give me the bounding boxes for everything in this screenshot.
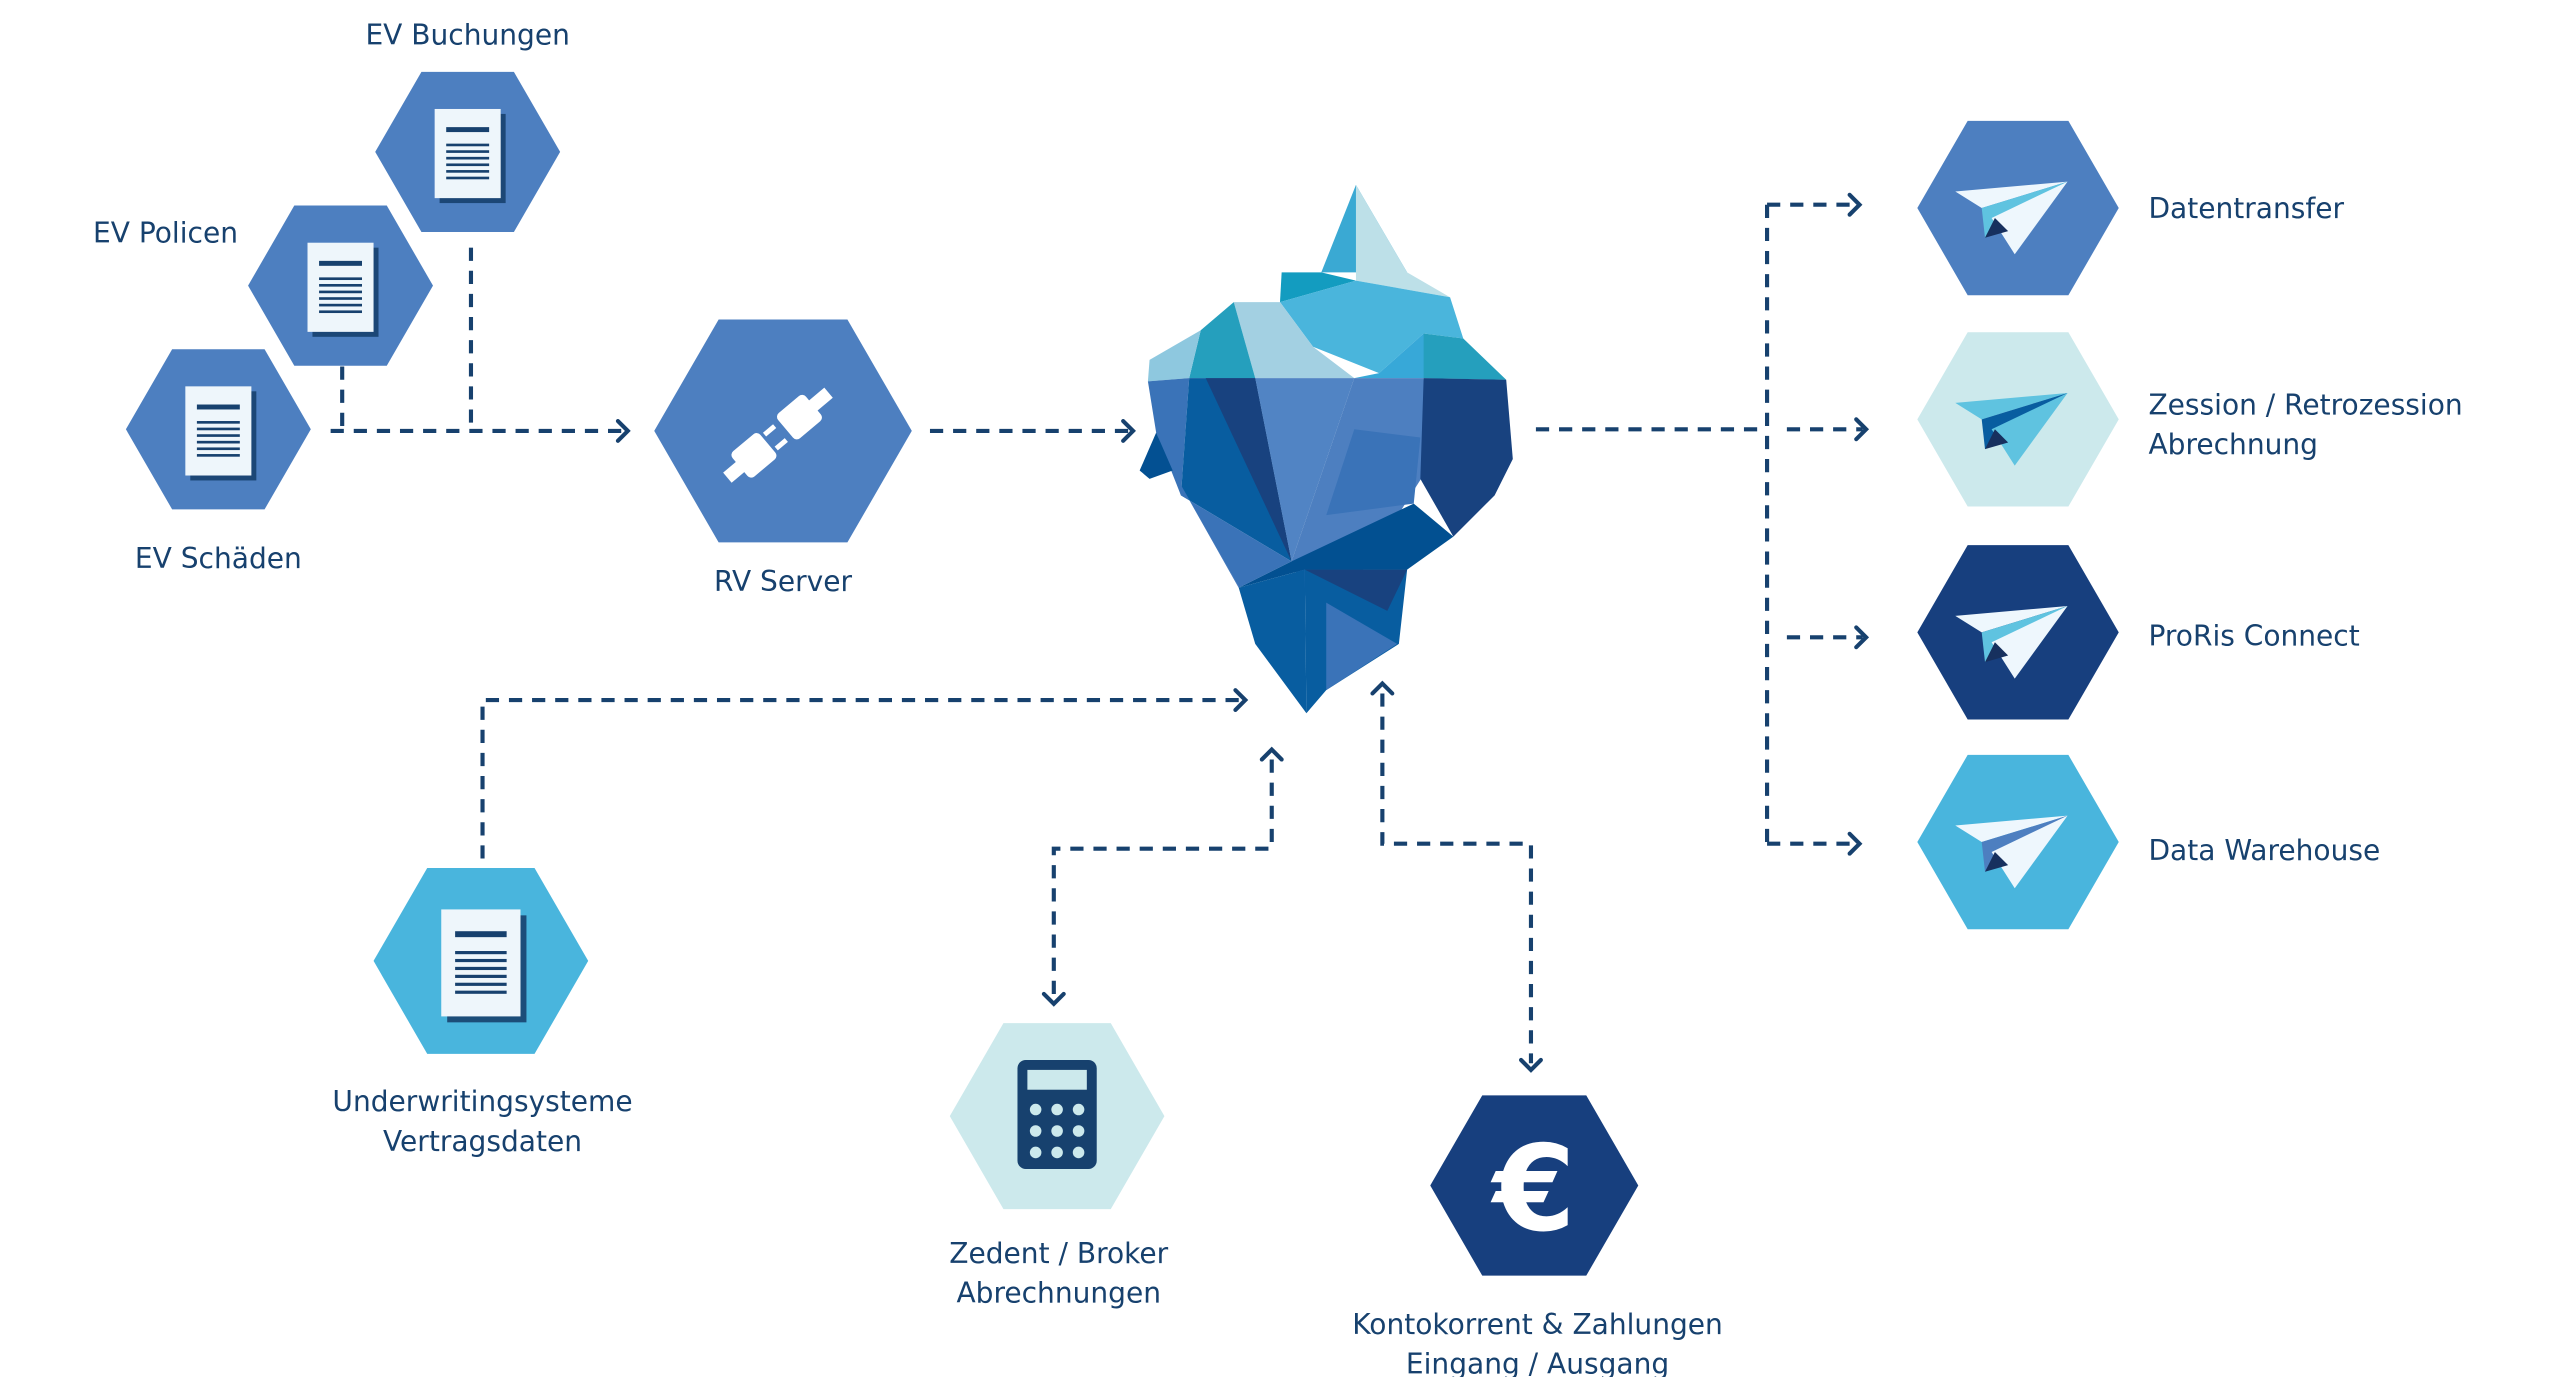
node-label: Datentransfer — [2148, 192, 2344, 225]
node-rv-server[interactable]: RV Server — [654, 319, 912, 598]
document-icon — [185, 386, 257, 481]
node-zedent-broker[interactable]: Zedent / Broker Abrechnungen — [949, 1023, 1169, 1310]
node-label: EV Buchungen — [365, 19, 569, 52]
node-ev-policen[interactable]: EV Policen — [93, 205, 433, 366]
node-datentransfer[interactable]: Datentransfer — [1917, 120, 2345, 296]
paper-plane-icon — [1955, 181, 2068, 255]
node-label: Vertragsdaten — [383, 1125, 582, 1158]
document-icon — [441, 909, 527, 1023]
node-label: Data Warehouse — [2148, 834, 2380, 867]
iceberg-icon — [1139, 184, 1513, 714]
node-label: Underwritingsysteme — [332, 1085, 632, 1118]
node-label: Zedent / Broker — [949, 1237, 1168, 1270]
hexagon-background — [654, 319, 912, 543]
node-proris-connect[interactable]: ProRis Connect — [1917, 545, 2360, 720]
plug-icon — [723, 387, 833, 483]
node-ev-schaeden[interactable]: EV Schäden — [125, 349, 311, 575]
node-data-warehouse[interactable]: Data Warehouse — [1917, 754, 2380, 930]
node-label: Eingang / Ausgang — [1406, 1348, 1669, 1377]
document-icon — [434, 108, 506, 204]
paper-plane-icon — [1955, 392, 2068, 466]
node-label: Zession / Retrozession — [2148, 388, 2462, 421]
node-ev-buchungen[interactable]: EV Buchungen — [365, 19, 570, 232]
calculator-icon — [1017, 1059, 1097, 1169]
node-label: ProRis Connect — [2148, 620, 2359, 653]
node-label: EV Policen — [93, 217, 238, 250]
euro-icon: € — [1490, 1121, 1576, 1259]
node-zession[interactable]: Zession / Retrozession Abrechnung — [1917, 332, 2463, 507]
node-label: Kontokorrent & Zahlungen — [1352, 1308, 1723, 1341]
node-label: RV Server — [714, 565, 852, 598]
node-label: Abrechnungen — [956, 1277, 1161, 1310]
node-label: Abrechnung — [2148, 428, 2318, 461]
connectors — [330, 192, 1870, 1073]
node-underwriting[interactable]: Underwritingsysteme Vertragsdaten — [332, 867, 633, 1158]
hexagon-background — [1430, 1095, 1639, 1276]
paper-plane-icon — [1955, 815, 2068, 889]
document-icon — [307, 242, 379, 337]
node-kontokorrent[interactable]: € Kontokorrent & Zahlungen Eingang / Aus… — [1352, 1095, 1723, 1377]
node-label: EV Schäden — [135, 542, 302, 575]
paper-plane-icon — [1955, 605, 2068, 679]
